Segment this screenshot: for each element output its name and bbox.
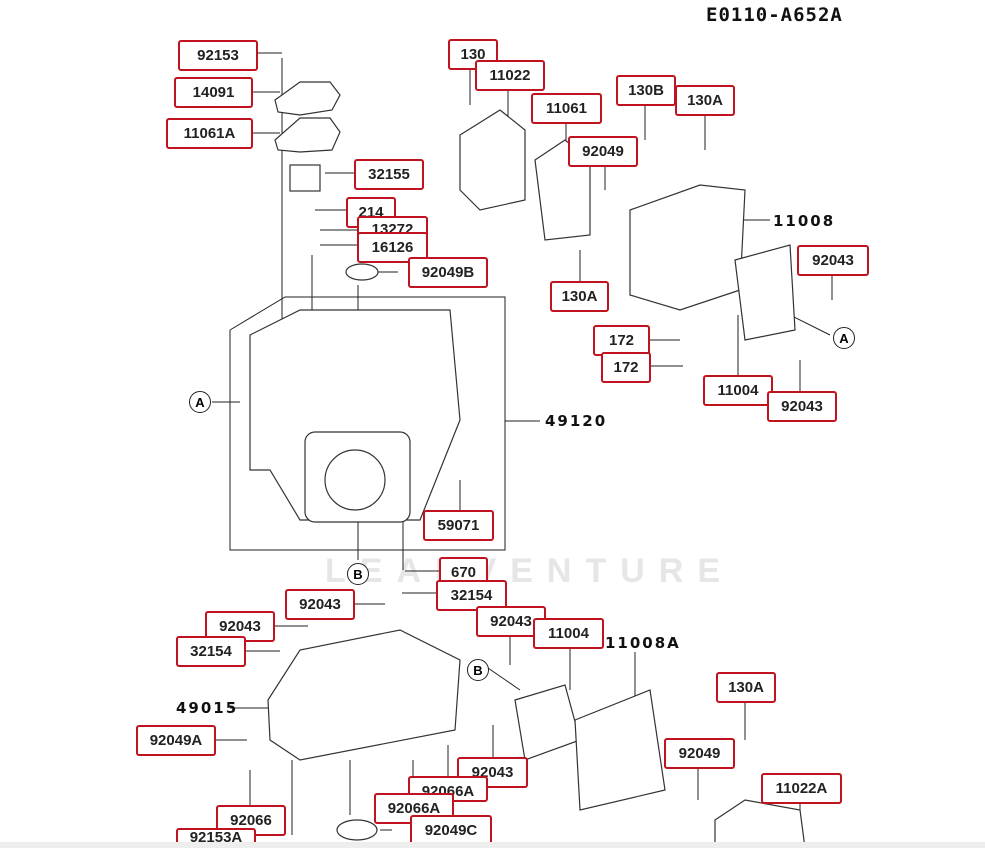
group-label-11008a: 11008A bbox=[605, 634, 681, 652]
part-tag[interactable]: 92043 bbox=[285, 589, 355, 620]
breather-shape bbox=[289, 164, 321, 192]
part-tag[interactable]: 11022 bbox=[475, 60, 545, 91]
cylinder-block-bracket bbox=[229, 296, 506, 551]
part-tag[interactable]: 32154 bbox=[436, 580, 507, 611]
rocker-cover-shape bbox=[459, 109, 526, 211]
part-tag[interactable]: 11022A bbox=[761, 773, 842, 804]
cylinder-head-b-shape bbox=[574, 689, 666, 811]
part-tag[interactable]: 130B bbox=[616, 75, 676, 106]
part-tag[interactable]: 92049A bbox=[136, 725, 216, 756]
part-tag[interactable]: 11004 bbox=[533, 618, 604, 649]
part-tag[interactable]: 130A bbox=[675, 85, 735, 116]
part-tag[interactable]: 130A bbox=[550, 281, 609, 312]
part-tag[interactable]: 172 bbox=[601, 352, 651, 383]
cylinder-head-shape bbox=[629, 184, 746, 311]
part-tag[interactable]: 14091 bbox=[174, 77, 253, 108]
part-tag[interactable]: 92049 bbox=[664, 738, 735, 769]
part-tag[interactable]: 92049B bbox=[408, 257, 488, 288]
part-tag[interactable]: 11061A bbox=[166, 118, 253, 149]
group-label-11008: 11008 bbox=[773, 212, 836, 230]
part-tag[interactable]: 32154 bbox=[176, 636, 246, 667]
watermark: LEADVENTURE bbox=[325, 552, 735, 590]
part-tag[interactable]: 32155 bbox=[354, 159, 424, 190]
part-tag[interactable]: 130A bbox=[716, 672, 776, 703]
part-tag[interactable]: 11061 bbox=[531, 93, 602, 124]
bottom-edge bbox=[0, 842, 985, 848]
group-label-49120: 49120 bbox=[545, 412, 608, 430]
ref-marker-b: B bbox=[347, 563, 369, 585]
part-tag[interactable]: 92043 bbox=[767, 391, 837, 422]
part-tag[interactable]: 92153 bbox=[178, 40, 258, 71]
part-tag[interactable]: 59071 bbox=[423, 510, 494, 541]
cover-plate-shape bbox=[274, 81, 341, 116]
diagram-code: E0110-A652A bbox=[706, 4, 843, 26]
part-tag[interactable]: 92049 bbox=[568, 136, 638, 167]
part-tag[interactable]: 92049C bbox=[410, 815, 492, 846]
part-tag[interactable]: 16126 bbox=[357, 232, 428, 263]
ref-marker-a: A bbox=[833, 327, 855, 349]
gasket-shape bbox=[274, 117, 341, 153]
ref-marker-a: A bbox=[189, 391, 211, 413]
group-label-49015: 49015 bbox=[176, 699, 239, 717]
crankcase-cover-shape bbox=[267, 629, 461, 761]
oil-seal-shape bbox=[345, 263, 379, 281]
part-tag[interactable]: 92043 bbox=[797, 245, 869, 276]
ref-marker-b: B bbox=[467, 659, 489, 681]
head-gasket-shape bbox=[734, 244, 796, 341]
part-tag[interactable]: 11004 bbox=[703, 375, 773, 406]
